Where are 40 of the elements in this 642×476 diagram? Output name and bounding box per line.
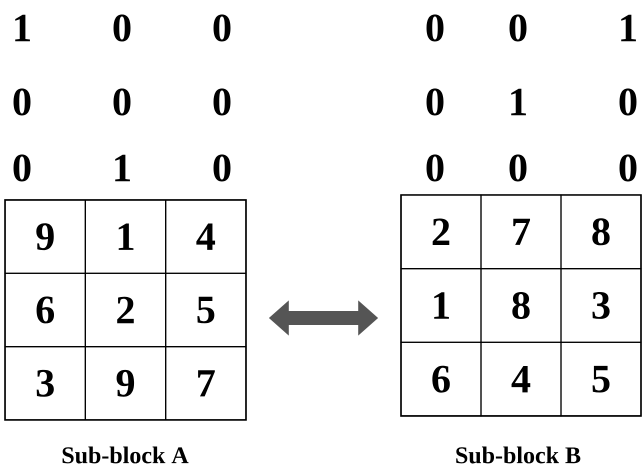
grid-cell: 4	[165, 199, 247, 274]
grid-cell: 3	[560, 268, 642, 343]
grid-cell: 4	[480, 342, 562, 417]
matrix-digit: 0	[620, 88, 636, 116]
grid-cell: 5	[165, 272, 247, 348]
matrix-digit: 0	[510, 154, 526, 182]
grid-cell: 7	[480, 194, 562, 270]
matrix-digit: 0	[114, 88, 130, 116]
grid-frame	[4, 199, 247, 421]
grid-cell: 9	[84, 346, 166, 421]
matrix-digit: 1	[621, 14, 636, 42]
matrix-digit: 0	[426, 14, 444, 42]
grid-cell: 6	[4, 272, 86, 348]
node-label: Sub-block B	[456, 446, 580, 464]
grid-cell: 2	[84, 272, 166, 348]
grid-cell: 9	[4, 199, 86, 274]
matrix-digit: 0	[620, 154, 636, 182]
grid-cell: 2	[400, 194, 482, 270]
node-label: Sub-block A	[62, 446, 188, 464]
matrix-digit: 1	[15, 14, 30, 42]
grid-frame	[400, 194, 642, 417]
grid-cell: 5	[560, 342, 642, 417]
grid-cell: 7	[165, 346, 247, 421]
matrix-digit: 0	[14, 154, 30, 182]
matrix-digit: 0	[214, 154, 230, 182]
grid-cell: 8	[480, 268, 562, 343]
grid-cell: 3	[4, 346, 86, 421]
grid-cell: 1	[84, 199, 166, 274]
matrix-digit: 0	[510, 14, 526, 42]
matrix-digit: 0	[214, 14, 230, 42]
matrix-digit: 1	[511, 88, 526, 116]
grid-cell: 8	[560, 194, 642, 270]
matrix-digit: 0	[114, 14, 130, 42]
grid-cell: 1	[400, 268, 482, 343]
matrix-digit: 0	[14, 88, 30, 116]
matrix-digit: 0	[426, 88, 444, 116]
matrix-digit: 1	[115, 154, 130, 182]
matrix-digit: 0	[426, 154, 444, 182]
matrix-digit: 0	[214, 88, 230, 116]
grid-cell: 6	[400, 342, 482, 417]
